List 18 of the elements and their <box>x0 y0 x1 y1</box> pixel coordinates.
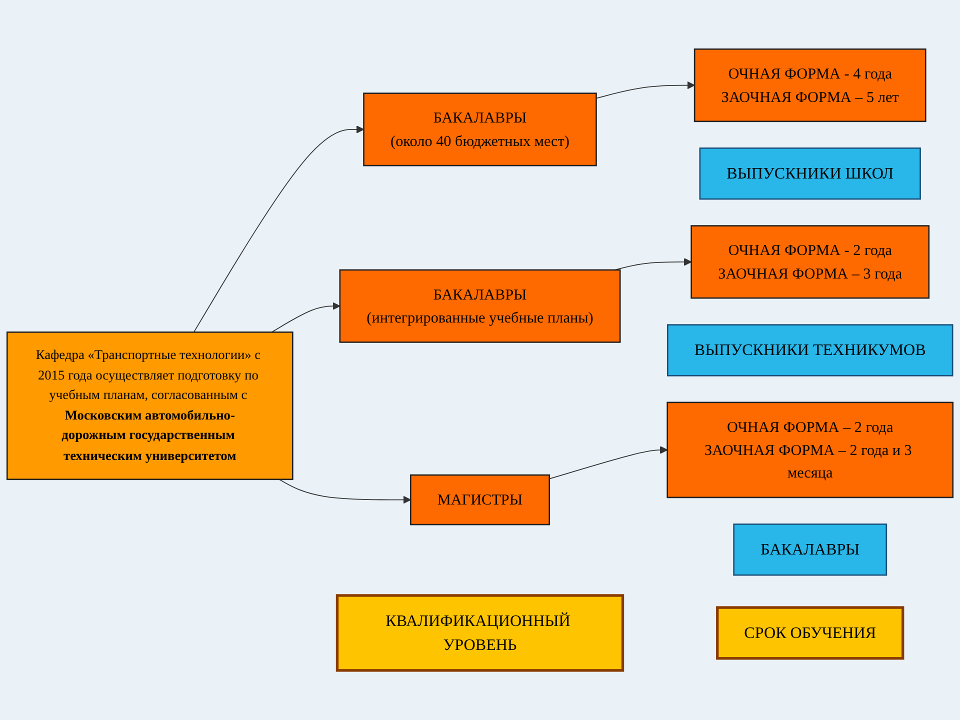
arrow <box>278 479 411 504</box>
node-box: СРОК ОБУЧЕНИЯ <box>716 606 904 660</box>
node-box: ОЧНАЯ ФОРМА - 4 года ЗАОЧНАЯ ФОРМА – 5 лет <box>694 48 926 122</box>
node-box: ВЫПУСКНИКИ ТЕХНИКУМОВ <box>666 324 954 377</box>
node-box: БАКАЛАВРЫ (интегрированные учебные планы) <box>339 270 621 344</box>
arrow <box>596 82 695 99</box>
arrow <box>548 446 668 480</box>
node-box: ВЫПУСКНИКИ ШКОЛ <box>699 148 921 200</box>
node-box: ОЧНАЯ ФОРМА – 2 года ЗАОЧНАЯ ФОРМА – 2 года и 3 месяца <box>666 402 954 498</box>
node-box: КВАЛИФИКАЦИОННЫЙ УРОВЕНЬ <box>336 594 624 672</box>
arrow <box>271 302 340 333</box>
node-box: Кафедра «Транспортные технологии» с 2015 года осуществляет подготовку по учебным планам, согласованным с Московским автомобильно-дорожным государственным техническим университетом <box>6 332 294 480</box>
arrow <box>614 258 692 271</box>
node-box: МАГИСТРЫ <box>410 474 550 526</box>
arrow <box>193 126 364 333</box>
node-box: ОЧНАЯ ФОРМА - 2 года ЗАОЧНАЯ ФОРМА – 3 года <box>690 225 930 299</box>
node-box: БАКАЛАВРЫ <box>733 524 888 576</box>
node-box: БАКАЛАВРЫ (около 40 бюджетных мест) <box>363 92 597 166</box>
